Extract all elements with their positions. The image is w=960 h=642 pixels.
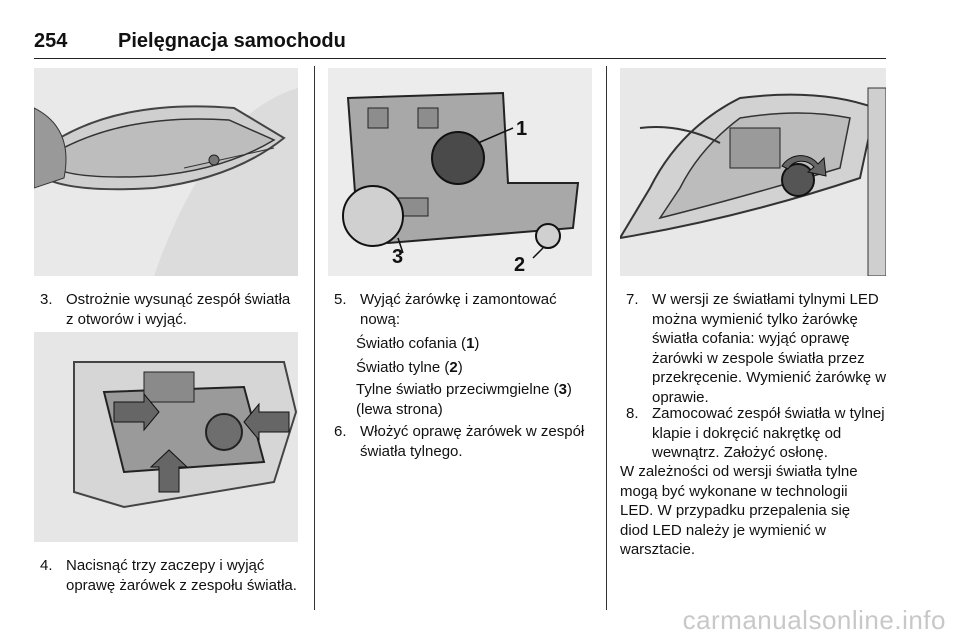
bulb-item-suffix: ) <box>474 335 480 352</box>
figure-bulb-holder-numbered: 1 3 2 <box>328 68 592 276</box>
step-text: Wyjąć żarówkę i zamontować nową: <box>360 291 557 328</box>
bulb-item-suffix: ) (lewa strona) <box>356 381 572 418</box>
step-text: Nacisnąć trzy zaczepy i wyjąć oprawę żar… <box>66 557 297 594</box>
figure-label-2: 2 <box>514 254 526 276</box>
step-6: 6. Włożyć oprawę żarówek w zespół światł… <box>334 422 596 461</box>
bulb-item-suffix: ) <box>457 359 463 376</box>
step-number: 4. <box>40 557 53 574</box>
bulb-item-prefix: Światło cofania ( <box>356 335 467 352</box>
bulb-item-fog: Tylne światło przeciwmgielne (3) (lewa s… <box>356 380 594 419</box>
led-note-paragraph: W zależności od wersji światła tylne mog… <box>620 463 858 558</box>
figure-twist-bulb-holder <box>620 68 886 276</box>
step-number: 5. <box>334 291 347 308</box>
bulb-item-reverse: Światło cofania (1) <box>356 334 596 354</box>
step-3: 3. Ostrożnie wysunąć zespół światła z ot… <box>40 290 300 329</box>
step-number: 8. <box>626 405 639 422</box>
step-text: Włożyć oprawę żarówek w zespół światła t… <box>360 423 585 460</box>
bulb-item-number: 1 <box>466 335 475 352</box>
figure-bulb-holder-clips <box>34 332 298 542</box>
bulb-item-prefix: Tylne światło przeciwmgielne ( <box>356 381 559 398</box>
step-text: W wersji ze światłami tylnymi LED można … <box>652 291 887 406</box>
step-7: 7. W wersji ze światłami tylnymi LED moż… <box>626 290 888 407</box>
page-title: Pielęgnacja samochodu <box>118 30 346 52</box>
bulb-item-tail: Światło tylne (2) <box>356 358 596 378</box>
bulb-item-number: 3 <box>558 381 567 398</box>
step-text: Ostrożnie wysunąć zespół światła z otwor… <box>66 291 291 328</box>
column-divider-1 <box>314 66 315 610</box>
bulb-item-prefix: Światło tylne ( <box>356 359 450 376</box>
step-number: 7. <box>626 291 639 308</box>
page-number: 254 <box>34 30 68 52</box>
step-5: 5. Wyjąć żarówkę i zamontować nową: <box>334 290 596 329</box>
step-text: Zamocować zespół światła w tylnej klapie… <box>652 405 885 461</box>
page-header: 254 Pielęgnacja samochodu <box>34 30 886 59</box>
column-divider-2 <box>606 66 607 610</box>
step-8: 8. Zamocować zespół światła w tylnej kla… <box>626 404 888 463</box>
step-4: 4. Nacisnąć trzy zaczepy i wyjąć oprawę … <box>40 556 300 595</box>
bulb-item-number: 2 <box>449 359 458 376</box>
step-number: 6. <box>334 423 347 440</box>
figure-label-1: 1 <box>516 118 528 140</box>
watermark: carmanualsonline.info <box>682 605 946 635</box>
figure-label-3: 3 <box>392 246 404 268</box>
figure-tail-light-removal <box>34 68 298 276</box>
step-number: 3. <box>40 291 53 308</box>
